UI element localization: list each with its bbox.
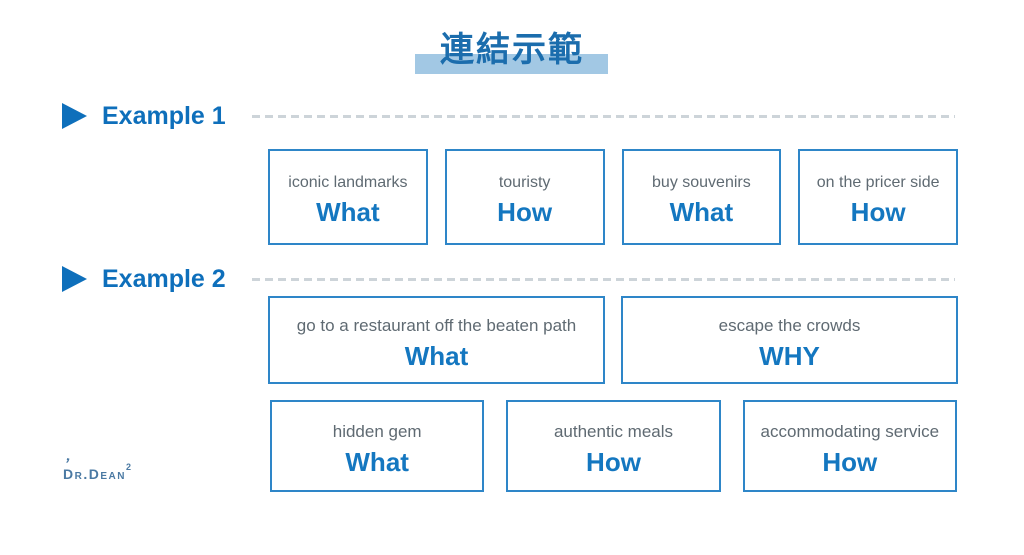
page-title-text: 連結示範 xyxy=(440,30,584,70)
concept-desc: buy souvenirs xyxy=(652,174,751,191)
concept-keyword: WHY xyxy=(759,341,820,371)
concept-box-restaurant-off-beaten-path: go to a restaurant off the beaten path W… xyxy=(268,296,605,384)
example-2-box-row-1: go to a restaurant off the beaten path W… xyxy=(268,296,958,384)
concept-box-accommodating-service: accommodating service How xyxy=(742,400,957,492)
concept-keyword: What xyxy=(345,447,409,477)
concept-desc: authentic meals xyxy=(553,422,674,441)
concept-box-touristy: touristy How xyxy=(444,149,605,245)
title-highlight xyxy=(415,54,608,74)
concept-keyword: What xyxy=(316,197,380,227)
concept-desc: iconic landmarks xyxy=(288,174,408,191)
concept-box-pricer-side: on the pricer side How xyxy=(798,149,958,245)
dashed-divider xyxy=(251,277,955,281)
concept-box-hidden-gem: hidden gem What xyxy=(270,400,485,492)
concept-keyword: How xyxy=(586,447,641,477)
concept-desc: hidden gem xyxy=(332,422,422,441)
triangle-bullet-icon xyxy=(62,266,87,292)
concept-desc: accommodating service xyxy=(760,422,940,441)
concept-keyword: What xyxy=(669,197,734,227)
concept-box-escape-the-crowds: escape the crowds WHY xyxy=(621,296,958,384)
concept-desc: escape the crowds xyxy=(718,316,861,335)
triangle-bullet-icon xyxy=(62,103,87,129)
example-2-box-row-2: hidden gem What authentic meals How acco… xyxy=(270,400,957,492)
concept-keyword: How xyxy=(850,197,906,227)
concept-keyword: What xyxy=(404,341,469,371)
logo-text: Dr.Dean xyxy=(63,466,126,482)
dr-dean-logo: ’Dr.Dean2 xyxy=(62,456,131,482)
concept-keyword: How xyxy=(822,447,878,477)
example-2-header: Example 2 xyxy=(62,265,955,293)
dashed-divider xyxy=(251,114,955,118)
concept-desc: on the pricer side xyxy=(816,174,940,191)
concept-desc: touristy xyxy=(498,174,551,191)
example-1-header: Example 1 xyxy=(62,102,955,130)
page-title: 連結示範 xyxy=(415,30,608,74)
example-1-box-row: iconic landmarks What touristy How buy s… xyxy=(268,149,958,245)
concept-desc: go to a restaurant off the beaten path xyxy=(296,316,577,335)
concept-keyword: How xyxy=(497,197,553,227)
example-2-label: Example 2 xyxy=(102,264,226,293)
example-1-label: Example 1 xyxy=(102,101,226,130)
concept-box-iconic-landmarks: iconic landmarks What xyxy=(268,149,428,245)
title-bar: 連結示範 xyxy=(0,30,1024,74)
concept-box-buy-souvenirs: buy souvenirs What xyxy=(621,149,782,245)
concept-box-authentic-meals: authentic meals How xyxy=(506,400,721,492)
logo-superscript: 2 xyxy=(125,462,131,472)
